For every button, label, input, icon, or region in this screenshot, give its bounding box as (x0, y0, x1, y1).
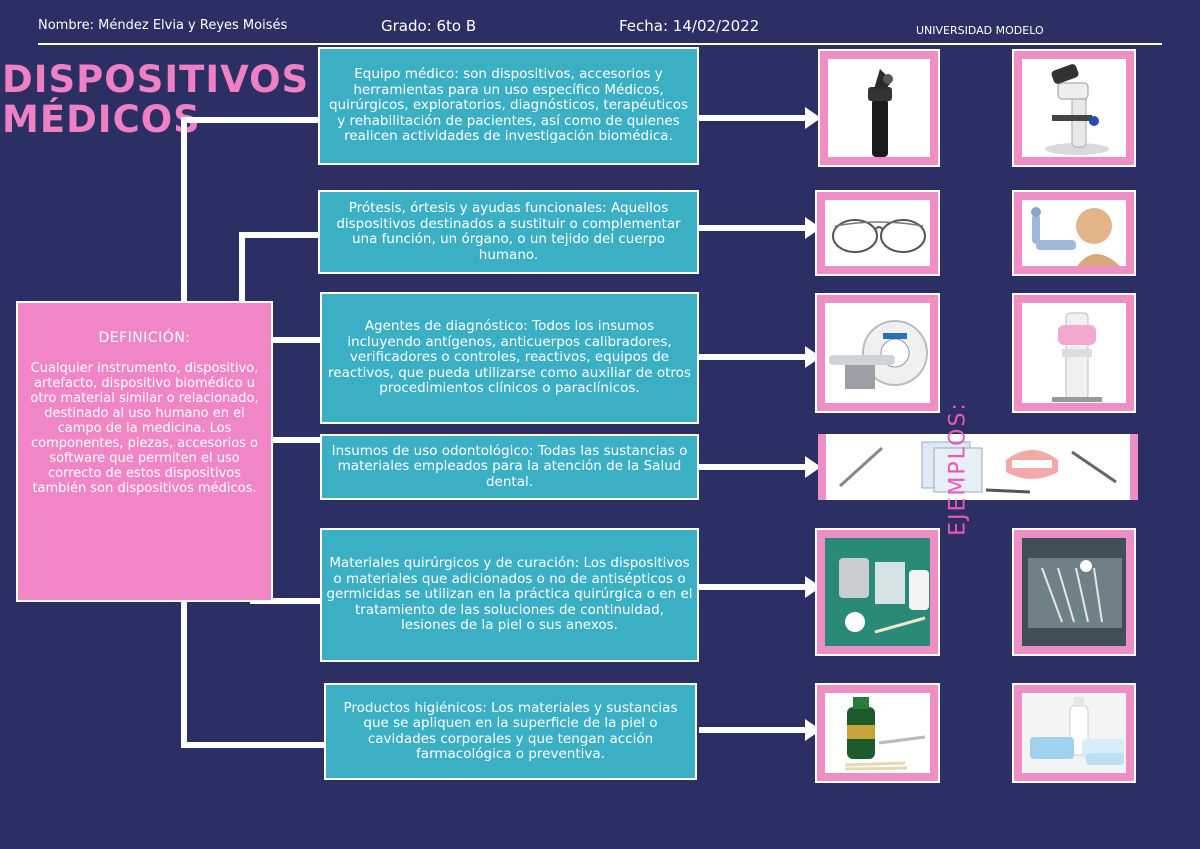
antiseptic-bottle-icon (844, 697, 926, 771)
arrow-right-icon (699, 107, 821, 129)
definition-heading: DEFINICIÓN: (98, 330, 191, 346)
connector-cat4 (273, 437, 322, 443)
category-text: Materiales quirúrgicos y de curación: Lo… (326, 555, 693, 634)
category-text: Productos higiénicos: Los materiales y s… (343, 699, 678, 762)
category-text: Prótesis, órtesis y ayudas funcionales: … (336, 200, 681, 263)
connector-cat5 (250, 598, 322, 604)
arrow-right-icon (699, 719, 821, 741)
otoscope-icon (868, 69, 893, 157)
hygiene-products-image-frame (815, 683, 940, 783)
ct-scanner-icon (829, 320, 928, 389)
glasses-icon (832, 219, 926, 253)
prosthesis-image-frame (1012, 190, 1136, 276)
category-text: Equipo médico: son dispositivos, accesor… (328, 66, 689, 145)
connector-cat6 (181, 742, 326, 748)
category-box-protesis: Prótesis, órtesis y ayudas funcionales: … (318, 190, 699, 274)
grade-label: Grado: 6to B (381, 17, 477, 35)
gauze-and-cotton-icon (825, 538, 930, 646)
examples-label: EJEMPLOS: (945, 401, 971, 536)
connector-cat1 (181, 117, 321, 123)
arrow-right-icon (699, 346, 821, 368)
glasses-image-frame (815, 190, 940, 276)
arrow-right-icon (699, 217, 821, 239)
category-text: Insumos de uso odontológico: Todas las s… (331, 442, 688, 490)
arrow-right-icon (699, 456, 821, 478)
definition-box: DEFINICIÓN: Cualquier instrumento, dispo… (16, 301, 273, 602)
date-label: Fecha: 14/02/2022 (619, 17, 760, 35)
author-names: Nombre: Méndez Elvia y Reyes Moisés (38, 18, 288, 33)
surgical-instruments-icon (1022, 538, 1126, 646)
title-line-2: MÉDICOS (2, 98, 201, 141)
connector-cat3 (273, 337, 322, 343)
connector-vertical-top (181, 117, 187, 303)
category-text: Agentes de diagnóstico: Todos los insumo… (328, 318, 691, 397)
mammography-machine-icon (1052, 312, 1102, 402)
microscope-image-frame (1012, 49, 1136, 167)
university-label: UNIVERSIDAD MODELO (916, 24, 1044, 37)
surgical-supplies-image-frame (815, 528, 940, 656)
connector-vertical-cat2 (239, 232, 245, 303)
category-box-agentes-diagnostico: Agentes de diagnóstico: Todos los insumo… (320, 292, 699, 424)
title-line-1: DISPOSITIVOS (2, 58, 310, 101)
prosthetic-arm-icon (1031, 207, 1120, 266)
category-box-odontologico: Insumos de uso odontológico: Todas las s… (320, 434, 699, 500)
surgical-instruments-image-frame (1012, 528, 1136, 656)
category-box-quirurgicos: Materiales quirúrgicos y de curación: Lo… (320, 528, 699, 662)
face-mask-icon (1030, 697, 1124, 765)
category-box-higienicos: Productos higiénicos: Los materiales y s… (324, 683, 697, 780)
microscope-icon (1045, 64, 1109, 155)
otoscope-image-frame (818, 49, 940, 167)
definition-text: Cualquier instrumento, dispositivo, arte… (30, 361, 259, 496)
header-divider (38, 43, 1162, 45)
masks-gel-image-frame (1012, 683, 1136, 783)
ct-scanner-image-frame (815, 293, 940, 413)
arrow-right-icon (699, 576, 821, 598)
dental-tools-image (818, 434, 1138, 500)
connector-cat2 (239, 232, 320, 238)
category-box-equipo-medico: Equipo médico: son dispositivos, accesor… (318, 47, 699, 165)
mammography-image-frame (1012, 293, 1136, 413)
page-title: DISPOSITIVOS MÉDICOS (2, 60, 309, 140)
connector-vertical-bottom (181, 600, 187, 748)
dental-supplies-icon (838, 441, 1117, 494)
